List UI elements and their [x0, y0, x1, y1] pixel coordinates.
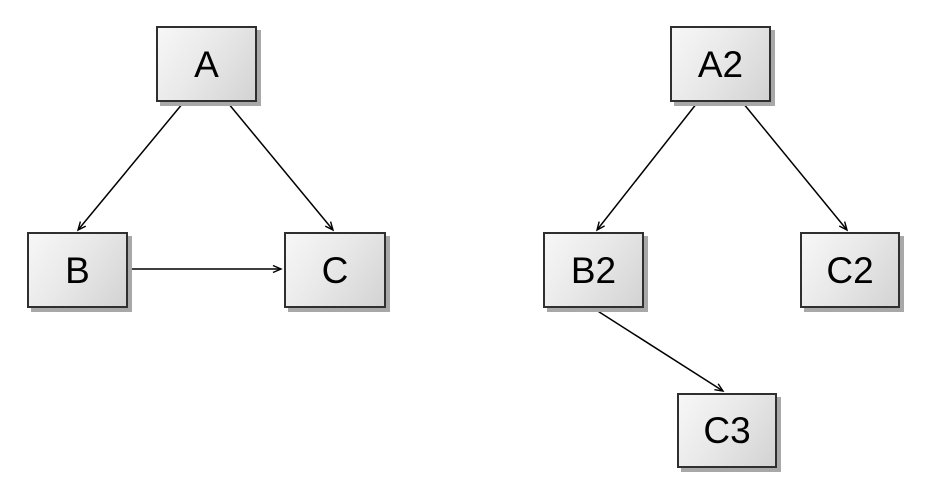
node-A2-label: A2 — [697, 43, 744, 85]
edge-B2-to-C3 — [592, 307, 723, 391]
node-C2-label: C2 — [826, 249, 874, 291]
node-A-label: A — [194, 43, 219, 85]
node-C-label: C — [321, 249, 349, 291]
edge-A2-to-C2 — [742, 102, 847, 230]
node-B: B — [27, 232, 128, 308]
edge-A-to-C — [227, 102, 333, 230]
node-A2: A2 — [670, 26, 771, 102]
node-B2: B2 — [543, 232, 644, 308]
node-C2: C2 — [800, 232, 900, 308]
node-B2-label: B2 — [570, 249, 617, 291]
node-C3-label: C3 — [703, 410, 751, 451]
node-B-label: B — [65, 249, 90, 291]
edge-A-to-B — [78, 102, 184, 230]
edge-A2-to-B2 — [597, 102, 698, 230]
node-A: A — [156, 26, 257, 102]
node-C3: C3 — [677, 393, 777, 468]
node-C: C — [284, 232, 386, 308]
